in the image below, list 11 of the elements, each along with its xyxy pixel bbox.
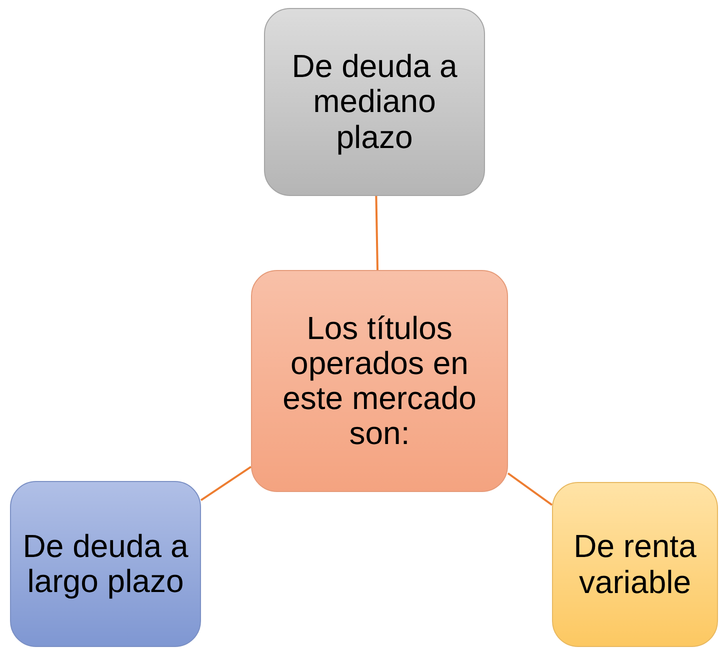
connector-line bbox=[375, 196, 378, 270]
connector-line bbox=[507, 472, 553, 506]
box-text: De renta variable bbox=[572, 529, 698, 600]
box-text: De deuda a largo plazo bbox=[22, 528, 190, 600]
box-text: De deuda a mediano plazo bbox=[290, 49, 458, 155]
rounded-box bbox=[251, 270, 508, 492]
rounded-box bbox=[264, 8, 485, 196]
rounded-box bbox=[552, 482, 718, 647]
rounded-box bbox=[10, 481, 201, 647]
connector-line bbox=[200, 466, 252, 502]
box-text: Los títulos operados en este mercado son: bbox=[282, 310, 478, 452]
